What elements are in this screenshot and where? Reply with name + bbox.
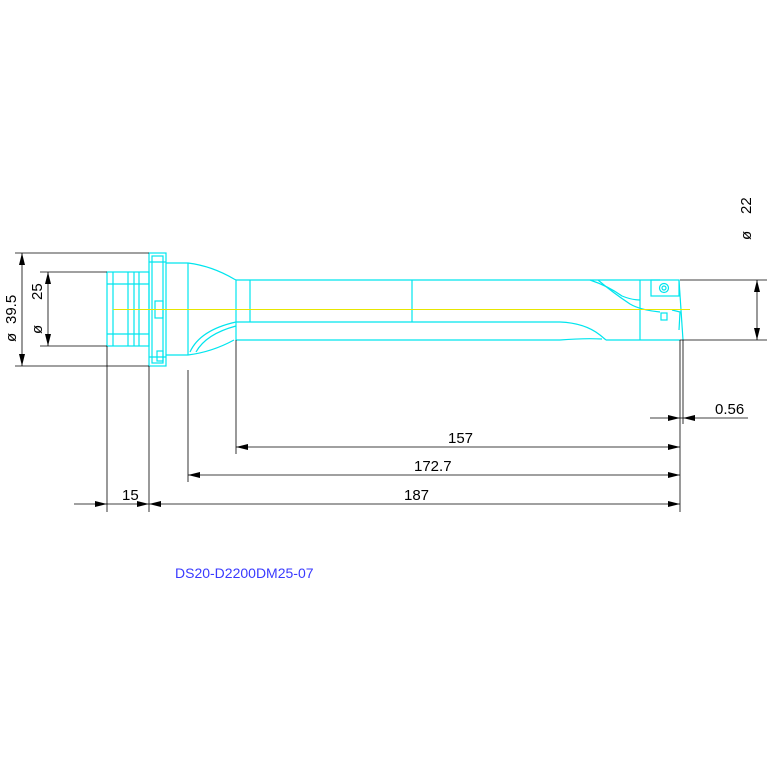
flute-section [236, 279, 680, 341]
dim-shank-diameter-symbol: ø [29, 325, 46, 334]
dim-tip-diameter-value: 22 [738, 197, 755, 214]
tool-outline [106, 252, 684, 367]
dim-tip-diameter-symbol: ø [738, 231, 755, 240]
dim-tip-diameter: ø 22 [738, 197, 755, 240]
dim-total-length: 187 [404, 487, 429, 504]
dim-body-length: 172.7 [414, 458, 452, 475]
dimension-arrows [19, 253, 760, 507]
dim-flute-length: 157 [448, 430, 473, 447]
shank [106, 271, 150, 347]
dim-flange-diameter: ø 39.5 [3, 295, 20, 342]
part-code: DS20-D2200DM25-07 [175, 565, 314, 581]
dim-shank-length: 15 [122, 487, 139, 504]
dimension-lines [15, 252, 767, 512]
dim-tip-offset: 0.56 [715, 401, 744, 418]
dim-flange-diameter-value: 39.5 [3, 295, 20, 324]
dim-shank-diameter-value: 25 [29, 283, 46, 300]
dim-shank-diameter: ø 25 [29, 283, 46, 334]
dim-flange-diameter-symbol: ø [3, 333, 20, 342]
